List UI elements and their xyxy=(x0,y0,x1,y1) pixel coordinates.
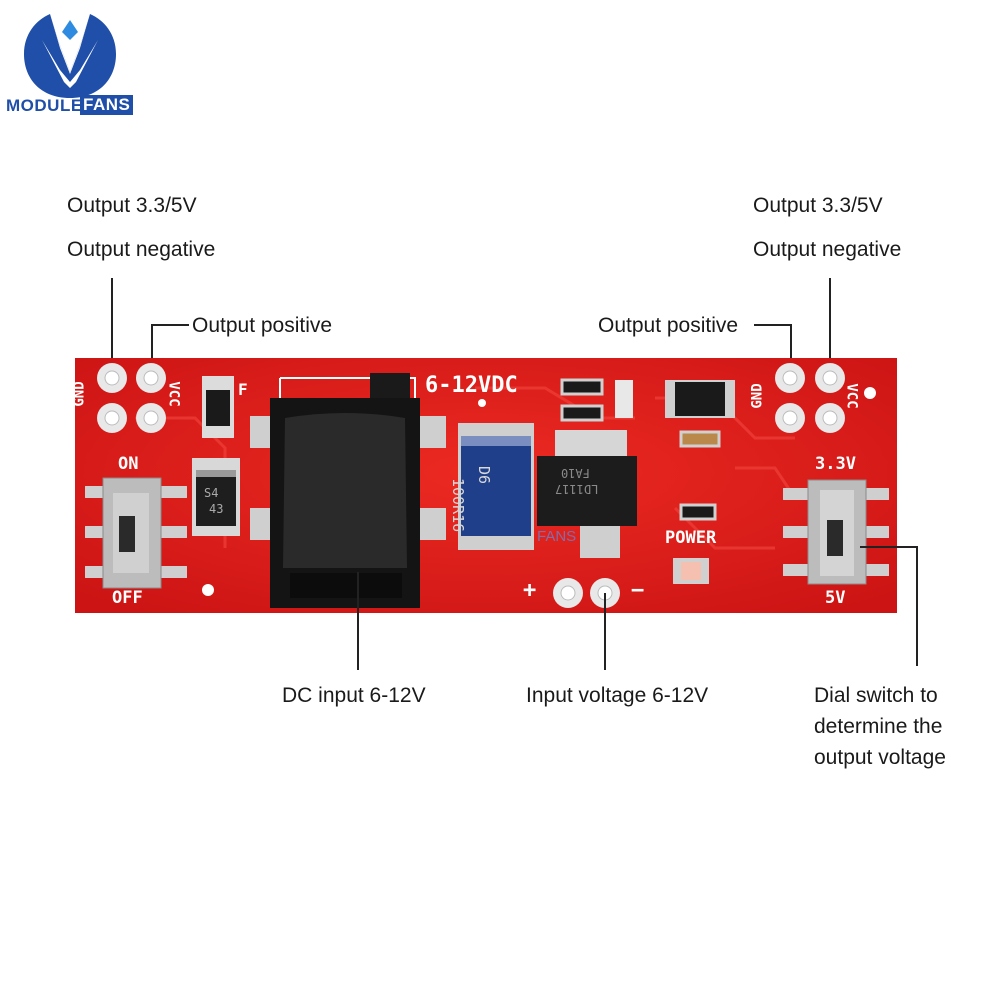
line-left-positive-v xyxy=(151,324,153,374)
silk-off: OFF xyxy=(112,588,143,608)
label-left-output-positive: Output positive xyxy=(192,314,333,337)
label-left-output-voltage: Output 3.3/5V xyxy=(67,194,197,217)
logo-text-fans: FANS xyxy=(80,95,134,115)
line-input-voltage xyxy=(604,593,606,670)
voltage-select-switch xyxy=(783,479,889,585)
silk-power: POWER xyxy=(665,528,717,548)
line-right-negative xyxy=(829,278,831,374)
silk-gnd-left: GND xyxy=(71,381,88,407)
silk-voltage-range: 6-12VDC xyxy=(425,373,518,398)
silk-3v3: 3.3V xyxy=(815,454,856,474)
label-right-output-voltage: Output 3.3/5V xyxy=(753,194,883,217)
logo-emblem-icon xyxy=(24,14,116,98)
left-header-pads xyxy=(97,363,166,433)
silk-on: ON xyxy=(118,454,139,474)
label-dc-input: DC input 6-12V xyxy=(282,684,426,707)
silk-vcc-right: VCC xyxy=(843,383,860,409)
board-watermark: FANS xyxy=(537,528,577,545)
label-dial-switch-2: determine the xyxy=(814,715,943,738)
diode-marking-2: 43 xyxy=(209,502,224,516)
silk-minus: − xyxy=(631,578,645,603)
power-switch xyxy=(85,477,187,589)
label-dial-switch-3: output voltage xyxy=(814,746,946,769)
silk-5v: 5V xyxy=(825,588,846,608)
rectifier-marking-2: D6 xyxy=(475,466,493,485)
silk-plus: + xyxy=(523,578,537,603)
logo-text-module: MODULE xyxy=(6,96,83,115)
line-dial-switch-v xyxy=(916,546,918,666)
line-left-negative xyxy=(111,278,113,374)
line-right-positive-v xyxy=(790,324,792,374)
line-left-positive-h xyxy=(151,324,189,326)
board-drawing xyxy=(75,358,897,613)
diode-marking-1: S4 xyxy=(204,486,219,500)
brand-logo: MODULE FANS xyxy=(6,10,140,120)
label-input-voltage: Input voltage 6-12V xyxy=(526,684,709,707)
label-right-output-negative: Output negative xyxy=(753,238,902,261)
right-header-pads xyxy=(775,363,876,433)
line-dial-switch-h xyxy=(860,546,918,548)
label-right-output-positive: Output positive xyxy=(598,314,739,337)
rectifier-marking-1: 100R16 xyxy=(449,478,467,533)
silk-gnd-right: GND xyxy=(749,383,766,409)
label-left-output-negative: Output negative xyxy=(67,238,216,261)
regulator-marking-2: FA10 xyxy=(561,466,590,480)
power-supply-board: 6-12VDC GND VCC GND VCC F ON OFF 3.3V 5V… xyxy=(71,358,897,613)
line-right-positive-h xyxy=(754,324,792,326)
silk-vcc-left: VCC xyxy=(165,381,182,407)
regulator-marking-1: LD1117 xyxy=(555,482,599,496)
silk-fuse: F xyxy=(238,380,248,399)
line-dc-input xyxy=(357,572,359,670)
label-dial-switch-1: Dial switch to xyxy=(814,684,938,707)
